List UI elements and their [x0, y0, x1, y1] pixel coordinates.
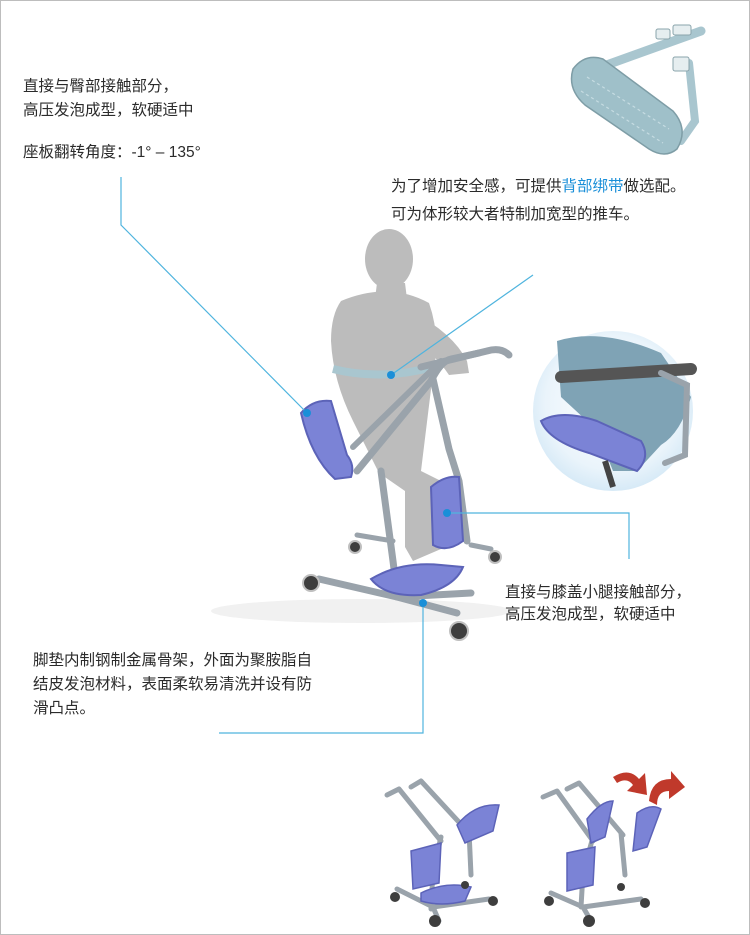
knee-callout-line1: 直接与膝盖小腿接触部分，: [505, 584, 692, 601]
belt-callout-line1: 为了增加安全感，可提供背部绑带做选配。: [391, 175, 686, 199]
seat-callout-line1: 直接与臀部接触部分，: [23, 78, 179, 95]
open-knee-pad: [566, 846, 596, 892]
leader-dots: [303, 371, 451, 607]
seat-angle-text: 座板翻转角度：-1° – 135°: [23, 144, 201, 161]
foot-rest: [369, 563, 465, 597]
seat-pad: [299, 399, 354, 481]
back-strap-image: [570, 24, 706, 155]
rotate-arrow-icon: [613, 771, 685, 805]
belt-callout-line2: 可为体形较大者特制加宽型的推车。: [391, 206, 640, 223]
footrest-callout-line3: 滑凸点。: [33, 700, 96, 717]
knee-callout-line2: 高压发泡成型，软硬适中: [505, 606, 676, 623]
floor-shadow: [211, 599, 511, 623]
footrest-callout-line2: 结皮发泡材料，表面柔软易清洗并设有防: [33, 676, 313, 693]
leader-lines: [120, 177, 630, 734]
belt-callout-text-b: 做选配。: [623, 178, 686, 195]
closed-seat-pad: [456, 804, 500, 844]
closed-foot-rest: [420, 884, 473, 905]
main-chair: [315, 346, 513, 617]
closed-chair-wheels: [390, 881, 498, 927]
closed-knee-pad: [410, 842, 442, 890]
open-seat-pad-left: [586, 800, 614, 845]
belt-callout-text-a: 为了增加安全感，可提供: [391, 178, 562, 195]
open-seat-pad-right: [632, 806, 662, 853]
belt-detail-bubble: [533, 331, 697, 491]
open-chair-wheels: [544, 883, 650, 927]
back-strap-highlight: 背部绑带: [561, 178, 624, 195]
seat-callout-line2: 高压发泡成型，软硬适中: [23, 102, 194, 119]
footrest-callout-line1: 脚垫内制钢制金属骨架，外面为聚胺脂自: [33, 652, 313, 669]
main-chair-wheels: [302, 540, 502, 641]
